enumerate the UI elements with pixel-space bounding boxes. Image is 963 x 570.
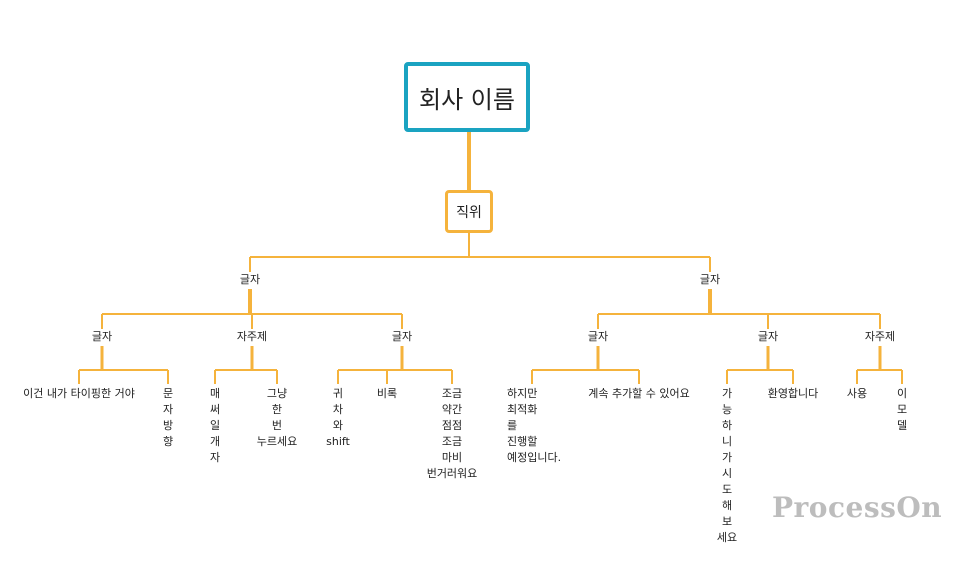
leaf-node-1[interactable]: 이건 내가 타이핑한 거야: [23, 387, 135, 400]
processon-watermark: ProcessOn: [772, 491, 943, 524]
position-node[interactable]: 직위: [445, 190, 493, 233]
root-node-company-name[interactable]: 회사 이름: [404, 62, 530, 132]
leaf-node-12[interactable]: 사용: [846, 387, 868, 400]
position-node-label: 직위: [456, 204, 482, 221]
level1-node-left[interactable]: 글자: [239, 273, 261, 286]
leaf-node-6[interactable]: 비록: [376, 387, 398, 400]
level2-node-3[interactable]: 글자: [391, 330, 413, 343]
root-node-label: 회사 이름: [419, 85, 515, 114]
leaf-node-9[interactable]: 계속 추가할 수 있어요: [588, 387, 690, 400]
level2-node-1[interactable]: 글자: [91, 330, 113, 343]
leaf-node-11[interactable]: 환영합니다: [767, 387, 819, 400]
level2-node-6[interactable]: 자주제: [864, 330, 896, 343]
level1-node-right[interactable]: 글자: [699, 273, 721, 286]
level2-node-4[interactable]: 글자: [587, 330, 609, 343]
level2-node-2[interactable]: 자주제: [236, 330, 268, 343]
level2-node-5[interactable]: 글자: [757, 330, 779, 343]
